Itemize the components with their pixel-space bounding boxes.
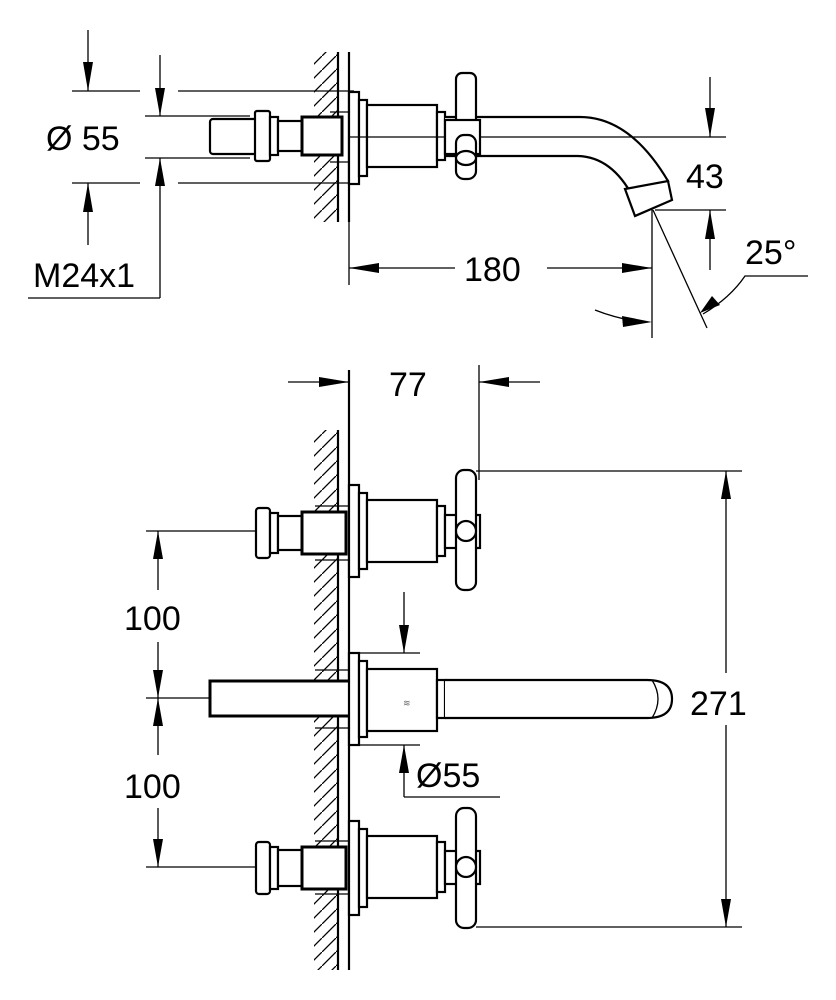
diameter-dimension <box>28 30 354 299</box>
cold-valve <box>146 806 742 930</box>
spout-angle-label: 25° <box>745 234 796 272</box>
spout-drop-dimension <box>480 77 726 270</box>
rosette-diameter-dimension <box>359 592 500 798</box>
inlet-connector <box>208 109 354 163</box>
spout-drop-label: 43 <box>686 158 724 196</box>
cross-handle-side <box>443 71 482 181</box>
hot-valve <box>146 468 742 592</box>
front-view: 77 <box>124 365 747 970</box>
spout-angle-dimension <box>594 209 808 329</box>
spacing-lower-label: 100 <box>124 768 181 806</box>
diameter-label: Ø 55 <box>46 120 120 158</box>
thread-label: M24x1 <box>33 257 135 295</box>
handle-depth-label: 77 <box>389 366 427 404</box>
handle-depth-dimension <box>288 365 540 480</box>
spout-front: ≋ <box>208 651 674 747</box>
rosette-diameter-label: Ø55 <box>416 757 480 795</box>
overall-height-label: 271 <box>690 685 747 723</box>
spout-projection-dimension <box>348 208 653 338</box>
side-view: Ø 55 M24x1 <box>28 30 808 338</box>
escutcheon <box>347 90 447 186</box>
spout-projection-label: 180 <box>464 251 521 289</box>
valve-spacing-dimension <box>146 531 210 867</box>
overall-height-dimension <box>721 471 731 927</box>
brand-logo-icon: ≋ <box>403 698 411 708</box>
spacing-upper-label: 100 <box>124 600 181 638</box>
